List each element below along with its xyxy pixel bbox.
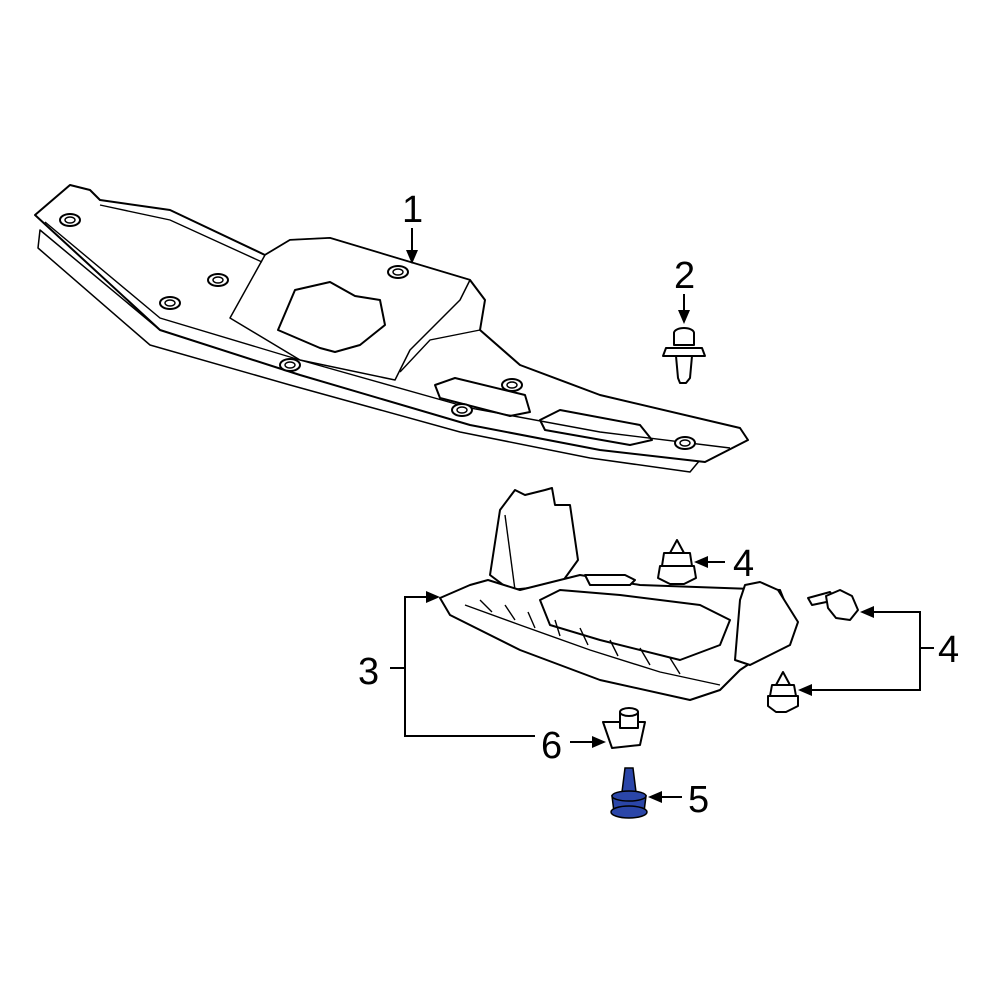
callout-2: 2	[674, 255, 695, 297]
callout-4-right: 4	[938, 629, 959, 671]
part-3-splash-shield[interactable]	[439, 487, 799, 701]
part-5-bolt[interactable]	[610, 767, 648, 819]
part-4-clip-lower[interactable]	[767, 671, 799, 713]
callout-5: 5	[688, 779, 709, 821]
mounting-holes	[59, 213, 696, 450]
part-4-clip-right[interactable]	[807, 589, 859, 621]
callout-labels: 1 2 3 4 4 5 6	[358, 189, 959, 821]
part-2-push-clip[interactable]	[662, 327, 706, 384]
callout-1: 1	[402, 189, 423, 231]
leader-lines	[390, 228, 934, 803]
callout-3: 3	[358, 651, 379, 693]
part-1-upper-cover[interactable]	[34, 184, 749, 473]
part-4-clip-upper[interactable]	[657, 539, 697, 585]
callout-6: 6	[541, 725, 562, 767]
callout-4-upper: 4	[733, 543, 754, 585]
part-6-u-nut[interactable]	[602, 707, 646, 749]
